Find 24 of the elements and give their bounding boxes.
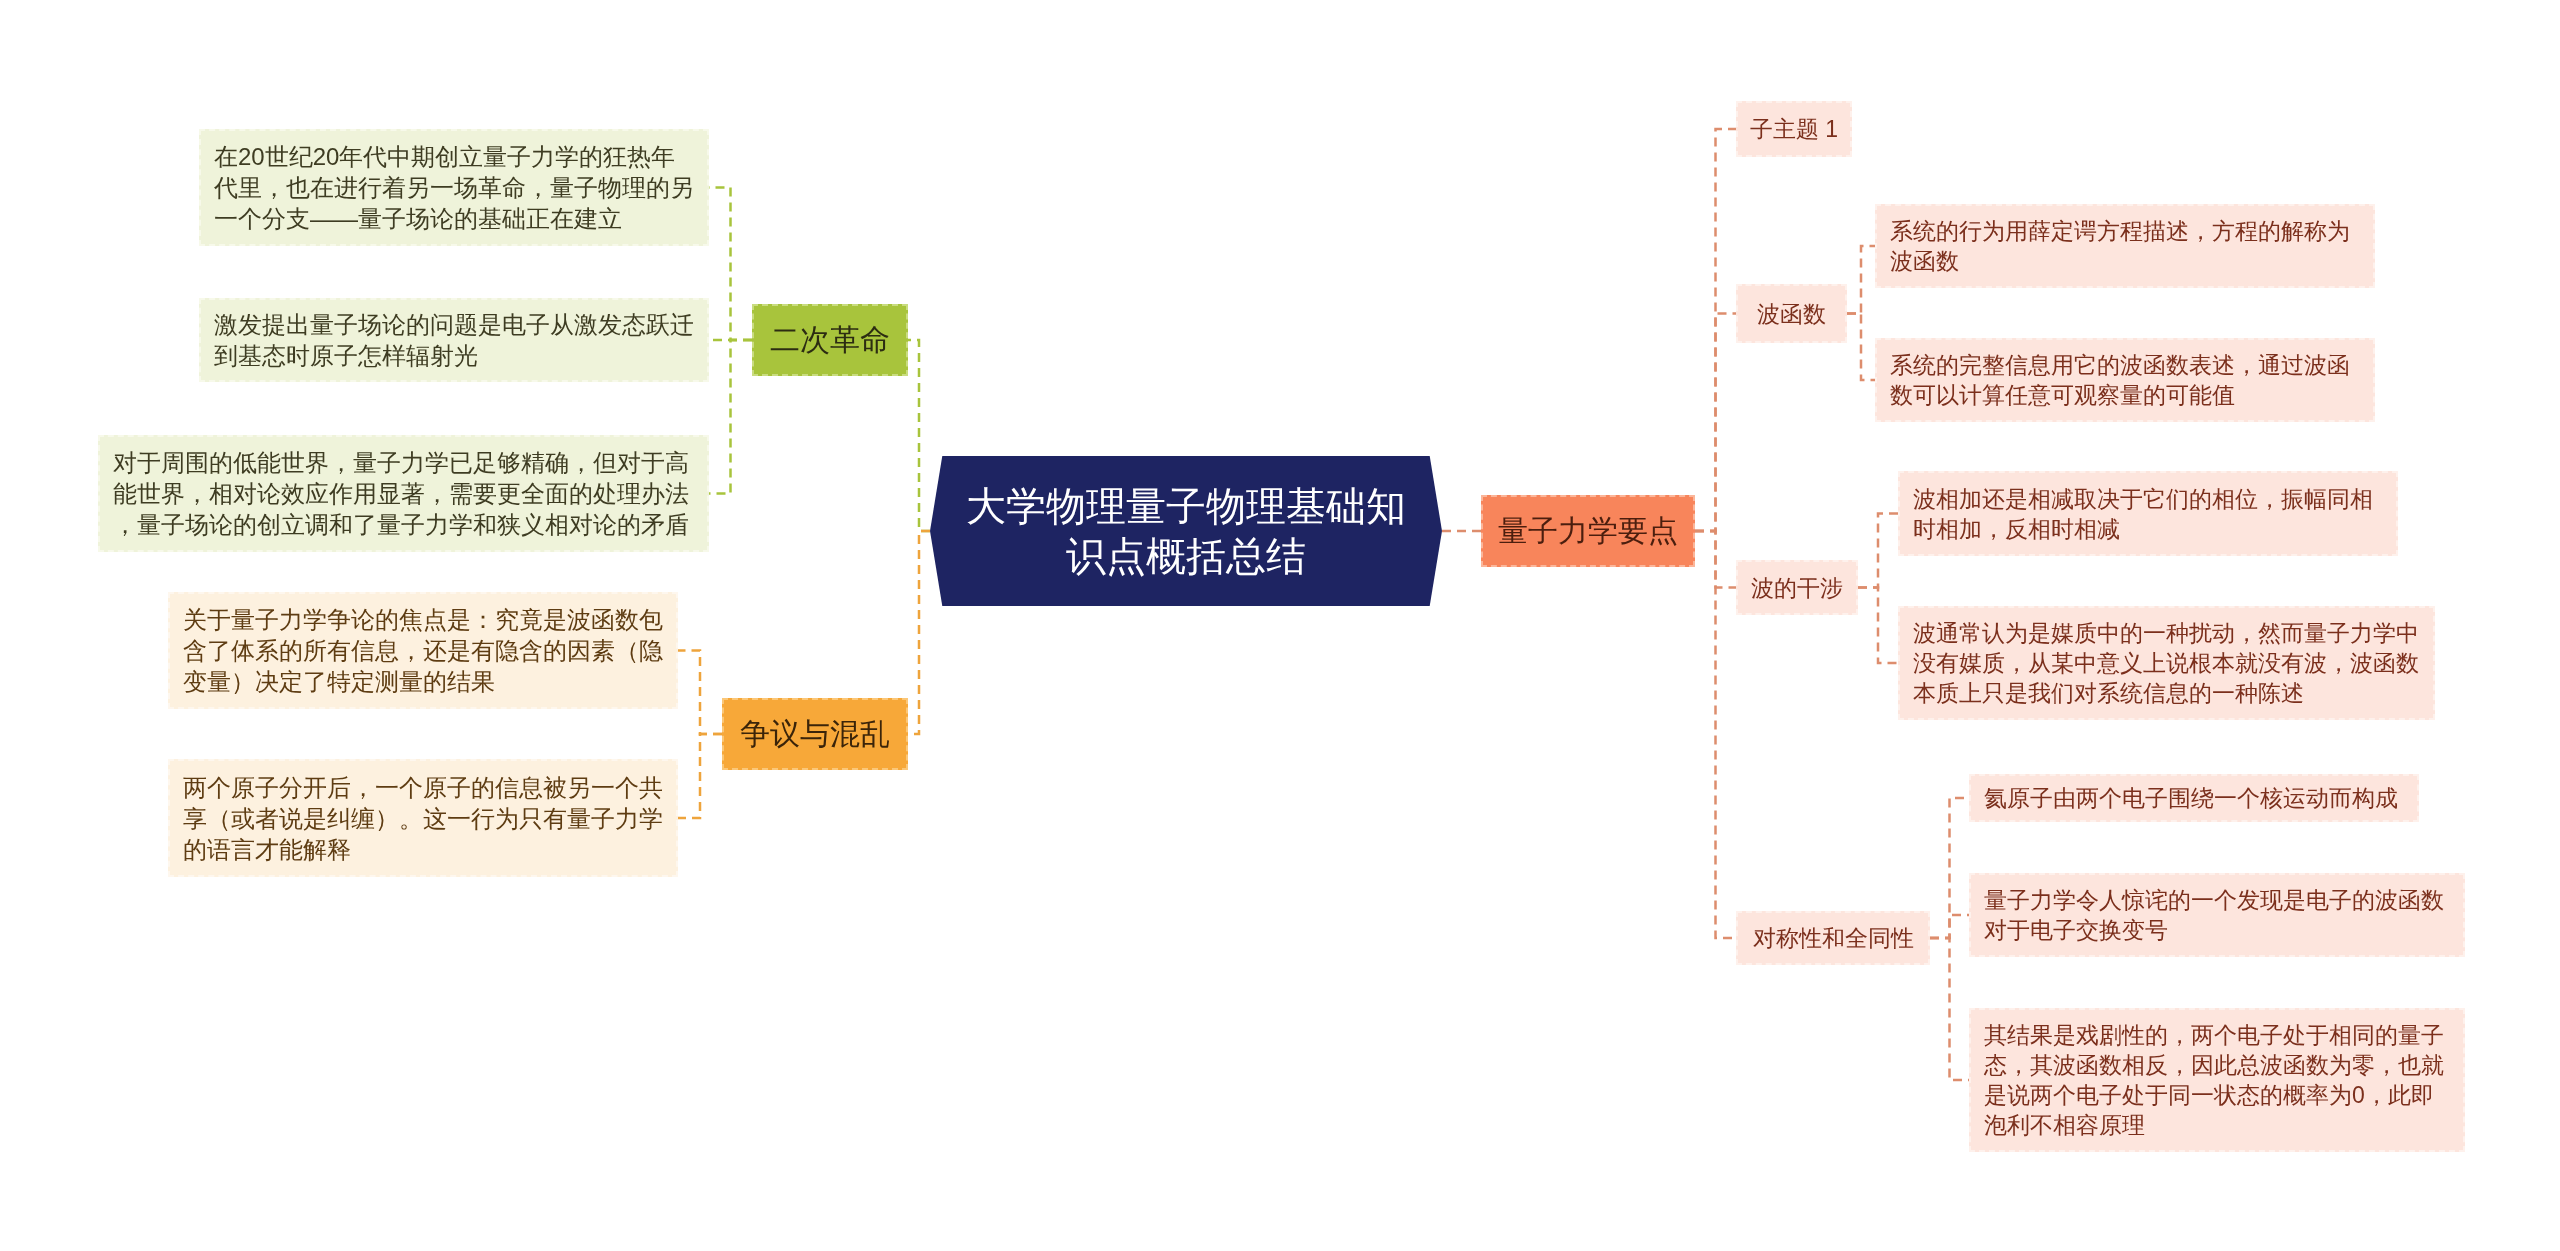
branch-topic: 量子力学要点 <box>1481 495 1695 567</box>
subtopic-label: 对称性和全同性 <box>1736 911 1930 965</box>
note-card: 波相加还是相减取决于它们的相位，振幅同相时相加，反相时相减 <box>1898 471 2398 556</box>
connector-line <box>1858 586 1898 665</box>
note-card: 量子力学令人惊诧的一个发现是电子的波函数对于电子交换变号 <box>1969 873 2465 957</box>
subtopic-label: 子主题 1 <box>1736 101 1852 157</box>
branch-topic: 争议与混乱 <box>722 698 908 770</box>
note-card: 在20世纪20年代中期创立量子力学的狂热年代里，也在进行着另一场革命，量子物理的另一个分支——量子场论的基础正在建立 <box>199 129 709 246</box>
note-card: 对于周围的低能世界，量子力学已足够精确，但对于高能世界，相对论效应作用显著，需要更全面的处理办法，量子场论的创立调和了量子力学和狭义相对论的矛盾 <box>98 435 709 552</box>
connector-line <box>1442 529 1481 533</box>
central-topic: 大学物理量子物理基础知识点概括总结 <box>930 456 1442 606</box>
note-card: 波通常认为是媒质中的一种扰动，然而量子力学中没有媒质，从某中意义上说根本就没有波，波函数本质上只是我们对系统信息的一种陈述 <box>1898 606 2435 720</box>
note-card: 其结果是戏剧性的，两个电子处于相同的量子态，其波函数相反，因此总波函数为零，也就是说两个电子处于同一状态的概率为0，此即泡利不相容原理 <box>1969 1008 2465 1152</box>
note-card: 激发提出量子场论的问题是电子从激发态跃迁到基态时原子怎样辐射光 <box>199 298 709 382</box>
note-card: 氦原子由两个电子围绕一个核运动而构成 <box>1969 774 2419 822</box>
note-card: 系统的完整信息用它的波函数表述，通过波函数可以计算任意可观察量的可能值 <box>1875 338 2375 422</box>
subtopic-label: 波函数 <box>1736 284 1847 343</box>
subtopic-label: 波的干涉 <box>1736 560 1858 615</box>
note-card: 两个原子分开后，一个原子的信息被另一个共享（或者说是纠缠）。这一行为只有量子力学的语言才能解释 <box>168 759 678 877</box>
branch-topic: 二次革命 <box>752 304 908 376</box>
note-card: 系统的行为用薛定谔方程描述，方程的解称为波函数 <box>1875 204 2375 288</box>
connector-line <box>1847 312 1875 382</box>
note-card: 关于量子力学争论的焦点是：究竟是波函数包含了体系的所有信息，还是有隐含的因素（隐变量）决定了特定测量的结果 <box>168 592 678 709</box>
connector-line <box>678 732 722 820</box>
